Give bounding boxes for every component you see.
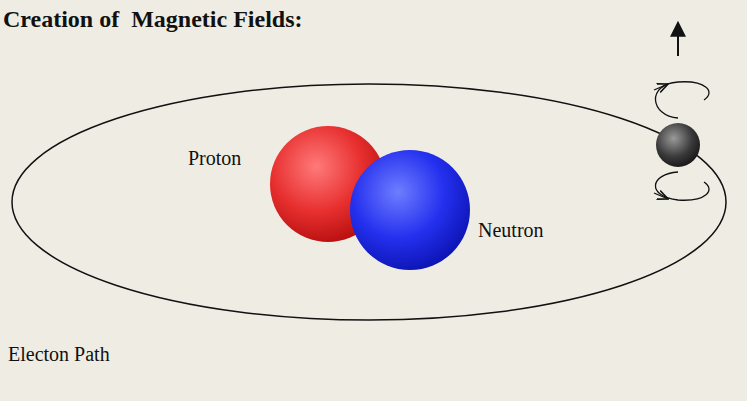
spin-arrow <box>655 172 709 200</box>
part-label: Proton <box>188 147 241 170</box>
electron-sphere <box>656 123 700 167</box>
spin-arrow-head <box>654 193 668 199</box>
part-label: Neutron <box>478 219 544 242</box>
spin-arrow <box>655 82 709 118</box>
spin-arrow-head <box>654 84 668 90</box>
neutron-sphere <box>350 150 470 270</box>
diagram-title: Creation of Magnetic Fields: <box>3 6 303 34</box>
magnetic-moment-arrow <box>677 24 679 56</box>
electron-orbit <box>12 84 726 320</box>
path-label: Electon Path <box>8 343 110 366</box>
